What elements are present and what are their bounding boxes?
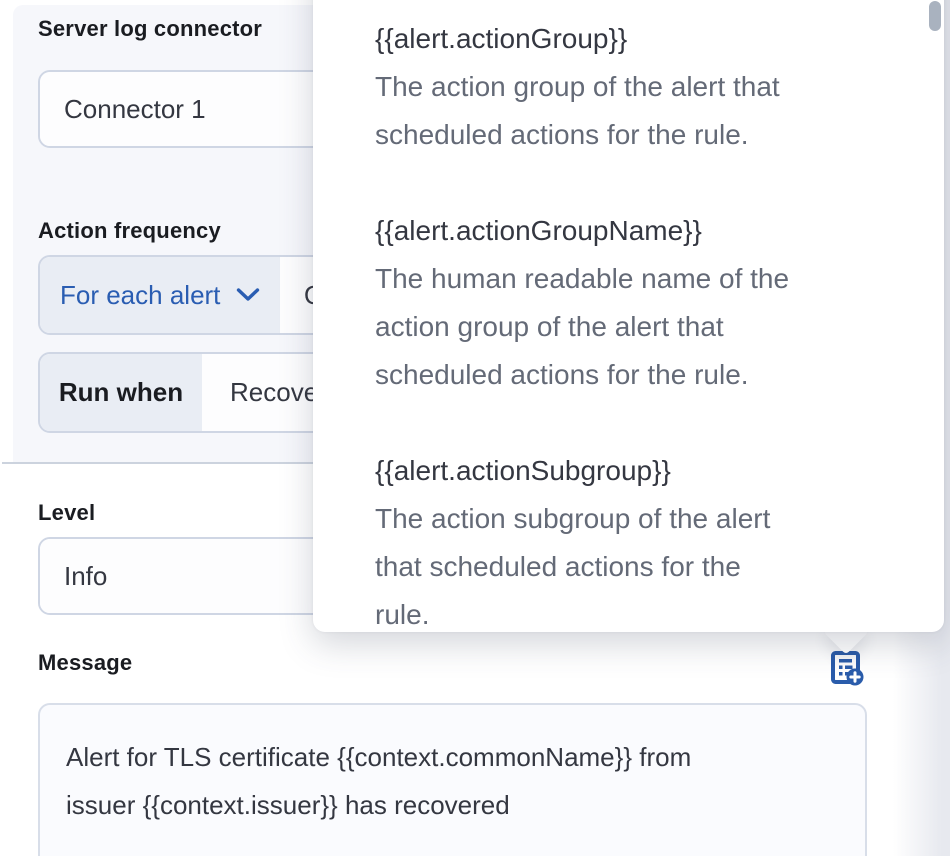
variable-name: {{alert.actionGroup}} [375, 23, 628, 54]
variable-description: The action group of the alert that sched… [375, 71, 780, 150]
rule-variables-popover: {{alert.actionGroup}} The action group o… [313, 0, 944, 655]
variable-option-alert-actionGroupName[interactable]: {{alert.actionGroupName}} The human read… [375, 207, 907, 399]
run-when-label: Run when [58, 377, 184, 407]
level-select-value: Info [64, 560, 108, 591]
message-textarea[interactable]: Alert for TLS certificate {{context.comm… [38, 703, 867, 856]
chevron-down-icon [236, 288, 260, 302]
variable-name: {{alert.actionSubgroup}} [375, 455, 671, 486]
notify-select-value: For each alert [60, 279, 221, 310]
message-label: Message [38, 650, 133, 675]
connector-select-value: Connector 1 [64, 93, 206, 124]
variable-option-alert-actionGroup[interactable]: {{alert.actionGroup}} The action group o… [375, 15, 907, 159]
action-frequency-label: Action frequency [38, 218, 221, 243]
popover-body: {{alert.actionGroup}} The action group o… [313, 0, 944, 632]
list-add-icon [830, 650, 864, 686]
notify-select[interactable]: For each alert [40, 257, 280, 333]
run-when-prepend: Run when [40, 354, 202, 431]
variable-list: {{alert.actionGroup}} The action group o… [375, 15, 907, 632]
popover-scrollbar-thumb[interactable] [929, 1, 941, 31]
variable-name: {{alert.actionGroupName}} [375, 215, 702, 246]
variable-description: The human readable name of the action gr… [375, 263, 790, 390]
variable-description: The action subgroup of the alert that sc… [375, 503, 771, 630]
level-label: Level [38, 500, 96, 525]
connector-section-title: Server log connector [38, 16, 263, 41]
variable-option-alert-actionSubgroup[interactable]: {{alert.actionSubgroup}} The action subg… [375, 447, 907, 632]
add-variable-button[interactable] [826, 647, 868, 689]
